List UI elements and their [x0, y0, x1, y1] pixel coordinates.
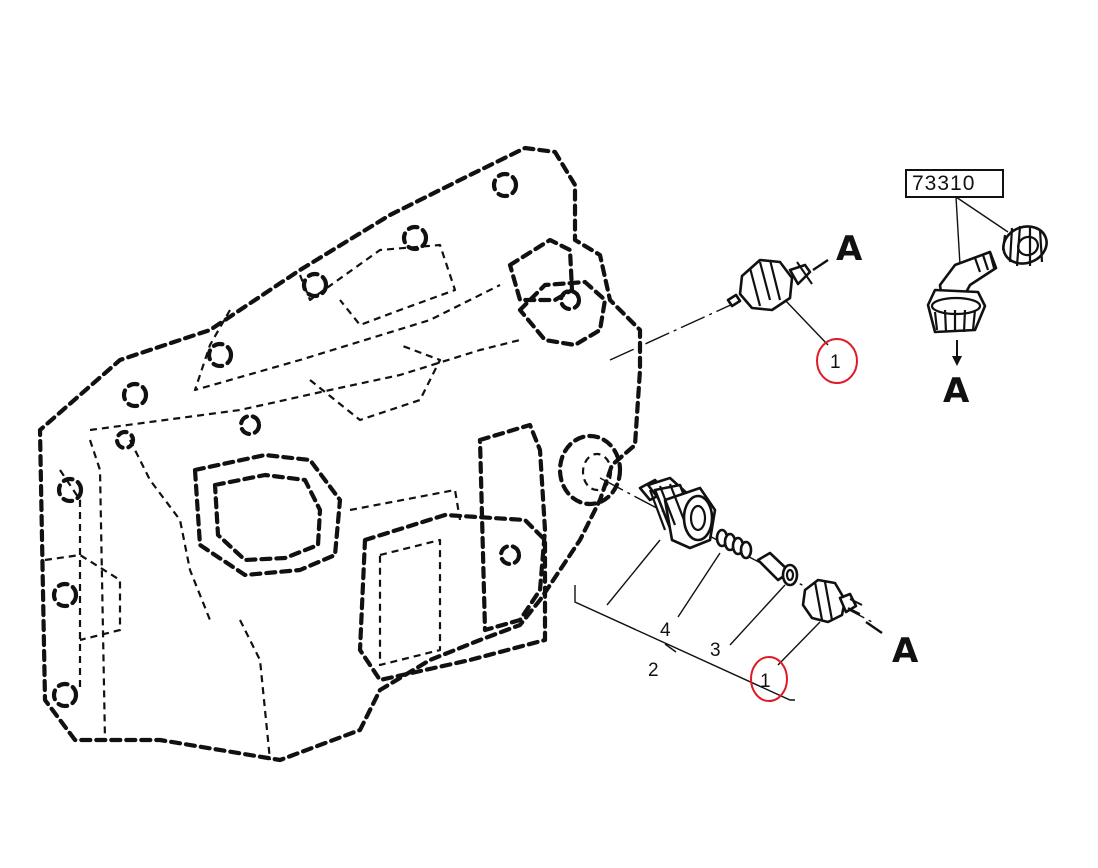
callout-2: 2 [648, 660, 659, 681]
sender-top [726, 258, 813, 312]
elbow-connector-inset [905, 169, 1048, 366]
callout-1-top: 1 [830, 352, 841, 373]
part-number-label: 73310 [912, 172, 975, 195]
sender-port [557, 433, 623, 507]
spring [715, 528, 753, 560]
labels: 73310 A A A 1 4 3 2 1 [648, 172, 975, 692]
highlight-ring-top [816, 338, 858, 384]
callout-4: 4 [660, 620, 671, 641]
leader-lines [574, 259, 883, 701]
highlight-rings [750, 338, 858, 702]
adapter-nut [638, 476, 717, 550]
callout-3: 3 [710, 640, 721, 661]
transmission-housing [37, 145, 643, 763]
housing-bolt-bosses [51, 171, 582, 709]
sender-bottom [801, 578, 863, 624]
view-marker-top: A [836, 229, 863, 269]
plunger-washer [756, 551, 799, 587]
highlight-ring-bottom [750, 656, 788, 702]
callout-1-bottom: 1 [760, 671, 771, 692]
part-number-box [905, 169, 1004, 198]
view-marker-inset: A [943, 371, 970, 411]
view-marker-bottom: A [892, 631, 919, 671]
